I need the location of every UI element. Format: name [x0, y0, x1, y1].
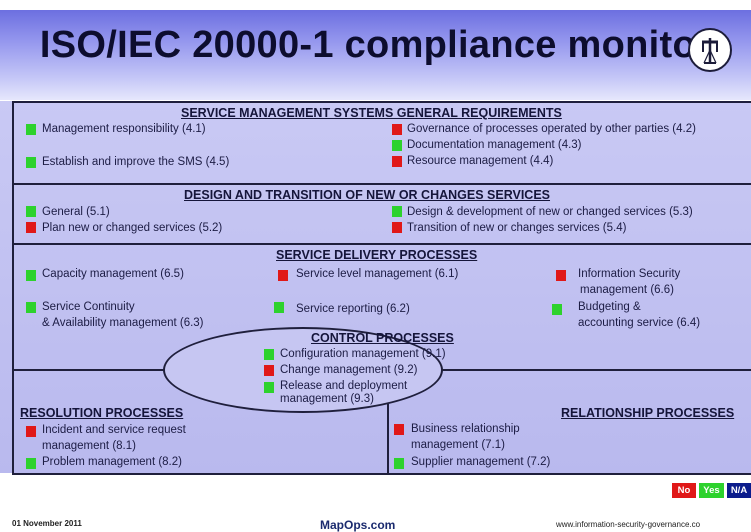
compliance-panel: [0, 101, 751, 473]
legend-no: No: [672, 483, 696, 498]
status-indicator: [278, 270, 288, 281]
divider: [12, 369, 169, 371]
item-incident-management: Incident and service request management …: [42, 424, 186, 452]
status-indicator: [392, 124, 402, 135]
status-indicator: [26, 270, 36, 281]
legend-yes: Yes: [699, 483, 724, 498]
section-title-resolution: RESOLUTION PROCESSES: [20, 406, 184, 420]
status-indicator: [26, 458, 36, 469]
item-general: General (5.1): [42, 206, 110, 218]
status-indicator: [26, 157, 36, 168]
status-indicator: [556, 270, 566, 281]
section-title-service-delivery: SERVICE DELIVERY PROCESSES: [276, 248, 478, 262]
status-indicator: [26, 222, 36, 233]
page-title: ISO/IEC 20000-1 compliance monitor: [39, 24, 712, 66]
status-indicator: [392, 156, 402, 167]
item-management-responsibility: Management responsibility (4.1): [42, 123, 206, 135]
item-configuration-management: Configuration management (9.1): [280, 348, 446, 360]
divider: [12, 243, 751, 245]
status-indicator: [392, 140, 402, 151]
status-indicator: [392, 222, 402, 233]
section-title-design-transition: DESIGN AND TRANSITION OF NEW OR CHANGES …: [184, 188, 551, 202]
item-release-deployment: Release and deployment management (9.3): [280, 380, 408, 405]
section-title-general-requirements: SERVICE MANAGEMENT SYSTEMS GENERAL REQUI…: [181, 106, 562, 120]
divider: [12, 473, 751, 475]
divider: [12, 101, 751, 103]
item-supplier-management: Supplier management (7.2): [411, 456, 551, 468]
divider: [387, 404, 389, 473]
item-budgeting-accounting: Budgeting & accounting service (6.4): [578, 301, 701, 329]
status-indicator: [392, 206, 402, 217]
item-service-continuity: Service Continuity & Availability manage…: [42, 301, 204, 329]
footer-site: MapOps.com: [320, 518, 396, 532]
section-title-control-processes: CONTROL PROCESSES: [311, 331, 454, 345]
status-indicator: [394, 458, 404, 469]
section-title-relationship: RELATIONSHIP PROCESSES: [561, 406, 735, 420]
item-plan-new-services: Plan new or changed services (5.2): [42, 222, 223, 234]
status-indicator: [264, 365, 274, 376]
footer-date: 01 November 2011: [12, 519, 82, 528]
item-information-security: Information Security management (6.6): [578, 268, 681, 296]
radio-tower-logo-icon: [688, 28, 732, 72]
header-banner: [0, 10, 751, 100]
item-business-relationship: Business relationship management (7.1): [411, 423, 520, 451]
status-indicator: [26, 206, 36, 217]
control-processes-ellipse: [163, 327, 443, 413]
status-indicator: [26, 302, 36, 313]
item-documentation-management: Documentation management (4.3): [407, 139, 582, 151]
legend-na: N/A: [727, 483, 751, 498]
item-capacity-management: Capacity management (6.5): [42, 268, 184, 280]
item-transition-services: Transition of new or changes services (5…: [407, 222, 627, 234]
divider: [12, 183, 751, 185]
divider: [434, 369, 751, 371]
item-service-reporting: Service reporting (6.2): [296, 303, 410, 315]
status-indicator: [26, 426, 36, 437]
status-indicator: [264, 349, 274, 360]
status-indicator: [394, 424, 404, 435]
item-establish-improve-sms: Establish and improve the SMS (4.5): [42, 156, 230, 168]
item-problem-management: Problem management (8.2): [42, 456, 182, 468]
item-governance-other-parties: Governance of processes operated by othe…: [407, 123, 696, 135]
item-change-management: Change management (9.2): [280, 364, 418, 376]
divider: [12, 101, 14, 473]
status-indicator: [264, 382, 274, 393]
item-service-level-management: Service level management (6.1): [296, 268, 459, 280]
item-resource-management: Resource management (4.4): [407, 155, 554, 167]
status-indicator: [274, 302, 284, 313]
footer-url: www.information-security-governance.co: [556, 520, 701, 529]
status-indicator: [26, 124, 36, 135]
item-design-development: Design & development of new or changed s…: [407, 206, 693, 218]
status-indicator: [552, 304, 562, 315]
